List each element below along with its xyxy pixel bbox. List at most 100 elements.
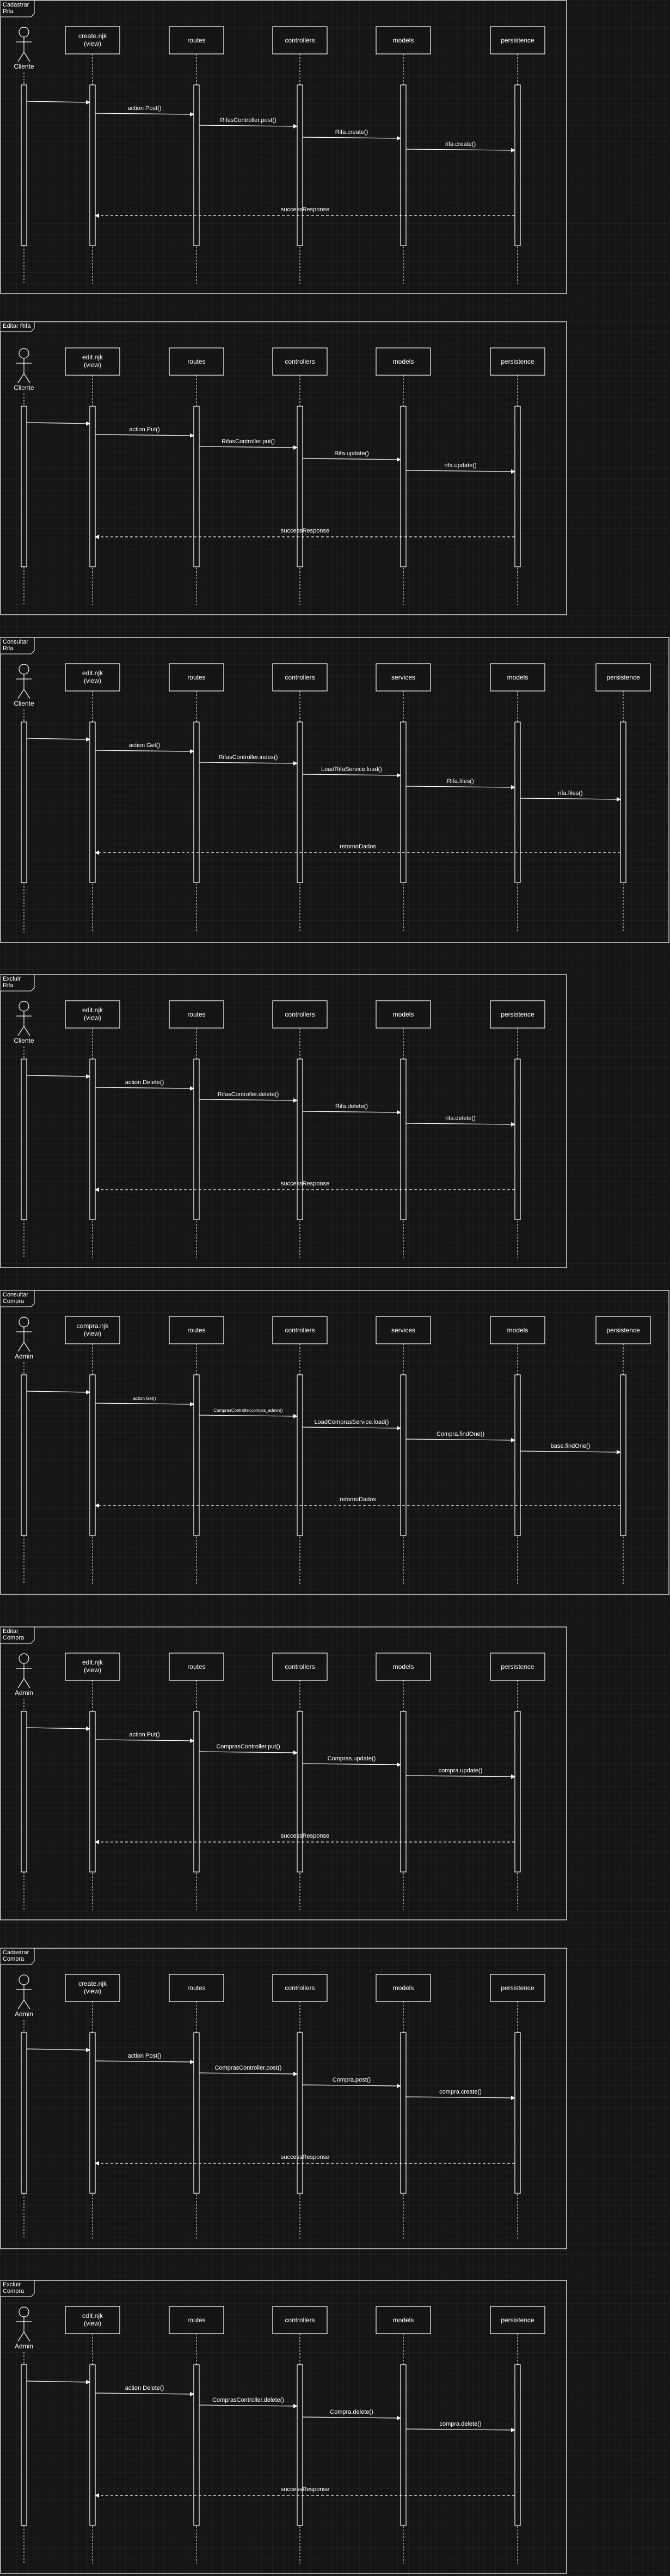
lifeline-label: (view) [84,361,101,369]
frame-label: Cadastrar [3,1949,29,1956]
message: action Post() [95,2053,194,2064]
message-label: RifasController.index() [219,754,278,761]
lifeline-label: persistence [501,1011,534,1018]
message-arrow [26,1074,90,1079]
lifeline: persistence [490,2306,545,2563]
frame-label: Rifa [3,982,14,989]
lifeline-label: models [393,1663,414,1671]
message-label: action Get() [133,1396,156,1401]
lifeline: controllers [272,663,328,933]
message: action Delete() [95,1079,194,1091]
lifeline-head-box [169,1653,224,1681]
message-arrow [405,785,515,790]
message-arrow [405,1437,515,1442]
lifeline-label: (view) [84,677,101,684]
lifeline: controllers [272,1974,328,2239]
message-arrow [405,469,515,474]
message-arrow [302,1110,401,1115]
lifeline-head-box [169,1000,224,1029]
lifeline-label: Cliente [14,384,34,391]
lifeline-head-box [376,347,431,376]
message: retornoDados [95,843,620,855]
activation-bar [193,406,200,567]
lifeline-label: routes [187,1663,205,1671]
lifeline-label: services [391,674,415,681]
frame-label-tab [1,321,35,332]
lifeline: services [376,663,431,933]
message: successResponse [95,528,515,539]
lifeline-label: edit.njk [82,1659,103,1666]
activation-bar [297,1711,303,1873]
message-arrow [26,2379,90,2384]
lifeline-label: controllers [285,1984,315,1992]
activation-bar [21,2364,27,2526]
diagram-frame [0,1290,669,1595]
lifeline: Admin [15,1974,33,2239]
frame-label: Excluir [3,2281,21,2288]
actor-icon [19,1653,29,1664]
activation-bar [400,1374,407,1536]
lifeline-head-box [490,2306,545,2334]
frame-label: Compra [3,1298,24,1305]
activation-bar [514,1711,521,1873]
diagram-frame [0,637,669,943]
message-arrow [95,1738,194,1743]
lifeline-head-box [376,1000,431,1029]
lifeline-label: edit.njk [82,2312,103,2320]
lifeline-head-box [490,1974,545,2002]
lifeline-label: persistence [606,674,640,681]
lifeline-label: routes [187,2316,205,2324]
activation-bar [89,84,96,246]
message: compra.create() [405,2089,515,2100]
message: rifa.update() [405,462,515,474]
lifeline-head-box [490,663,545,692]
activation-bar [297,1374,303,1536]
message-arrow [95,1086,194,1091]
lifeline-head-box [376,1653,431,1681]
message-label: Compras.update() [328,1755,376,1762]
message: RifasController.index() [199,754,298,766]
actor-icon [19,348,29,359]
lifeline-label: models [507,674,528,681]
message-arrow [520,1449,621,1454]
lifeline-label: create.njk [78,1980,107,1987]
actor-leg [23,1999,30,2010]
actor-leg [17,2332,24,2342]
message-arrow [302,136,401,140]
message: Compras.update() [302,1755,401,1767]
lifeline-head-box [490,347,545,376]
lifeline-label: persistence [501,36,534,44]
diagram-frame [0,1626,567,1920]
actor-icon [19,1317,29,1327]
message: Rifa.create() [302,129,401,140]
lifeline: routes [169,1316,224,1584]
lifeline: Admin [15,1653,33,1910]
lifeline-label: edit.njk [82,669,103,677]
actor-leg [17,52,24,62]
lifeline: routes [169,1974,224,2239]
message: Rifa.files() [405,778,515,790]
message-label: successResponse [281,2486,329,2493]
message-label: RifasController.put() [222,438,275,445]
lifeline: persistence [490,1653,545,1910]
activation-bar [400,2364,407,2526]
message-label: base.findOne() [551,1443,591,1449]
message-arrow [26,100,90,105]
message-arrow [302,457,401,462]
diagram-frame [0,1948,567,2249]
lifeline-head-box [65,26,120,54]
message-label: retornoDados [340,1496,376,1503]
activation-bar [297,2032,303,2194]
message-label: ComprasController.post() [215,2065,282,2071]
message: successResponse [95,206,515,218]
lifeline: controllers [272,347,328,605]
activation-bar [89,721,96,883]
lifeline: controllers [272,1000,328,1258]
lifeline-label: controllers [285,36,315,44]
actor-leg [23,1678,30,1688]
message-label: compra.update() [439,1767,483,1774]
lifeline: models [376,1653,431,1910]
message-label: Compra.findOne() [437,1431,484,1437]
activation-bar [193,721,200,883]
